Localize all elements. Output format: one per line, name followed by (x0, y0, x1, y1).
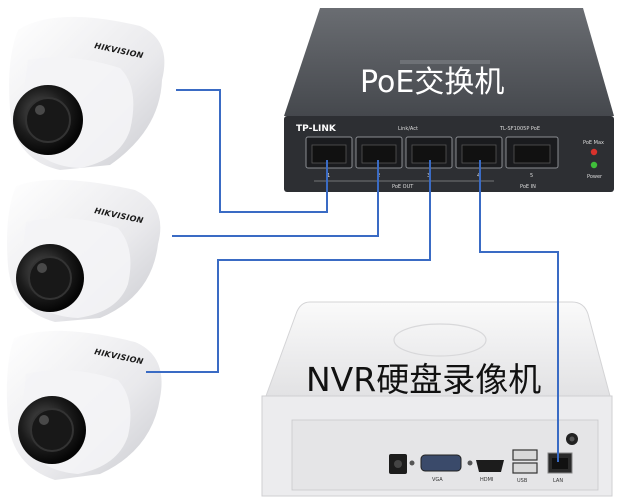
nvr-recorder: NVR硬盘录像机 VGA HDMI USB LAN (261, 301, 613, 497)
switch-port-number: 4 (477, 173, 480, 179)
nvr-port-label: USB (517, 478, 528, 484)
nvr-port-label: VGA (432, 477, 443, 483)
switch-brand: TP-LINK (296, 124, 337, 134)
switch-ports (305, 136, 559, 169)
cable-camera-1 (176, 89, 328, 213)
switch-poe-in: PoE IN (520, 184, 536, 190)
switch-power: Power (587, 174, 603, 180)
cable-nvr (479, 160, 559, 462)
camera-3: HIKVISION (6, 330, 162, 480)
cables (146, 89, 559, 462)
nvr-hdmi-port[interactable] (476, 460, 504, 472)
switch-poe-out: PoE OUT (392, 184, 414, 190)
switch-port-number: 3 (427, 173, 430, 179)
nvr-port-label: HDMI (480, 477, 493, 483)
cable-camera-3 (146, 160, 431, 373)
camera-2: HIKVISION (7, 179, 161, 322)
nvr-label: NVR硬盘录像机 (306, 360, 541, 399)
poe-max-led (590, 148, 598, 156)
switch-model: TL-SF1005P PoE (499, 126, 540, 132)
switch-poe-max: PoE Max (583, 140, 604, 146)
cable-camera-2 (172, 160, 379, 237)
switch-link-act: Link/Act (398, 126, 418, 132)
nvr-port-label: LAN (553, 478, 563, 484)
nvr-usb-port[interactable] (512, 462, 538, 474)
nvr-vga-port[interactable] (420, 454, 462, 472)
poe-switch: TP-LINK Link/Act TL-SF1005P PoE 1 2 3 4 … (284, 8, 614, 192)
power-led (590, 161, 598, 169)
switch-label: PoE交换机 (360, 65, 504, 100)
camera-1: HIKVISION (9, 16, 165, 171)
switch-port-number: 5 (530, 173, 533, 179)
nvr-usb-port[interactable] (512, 449, 538, 461)
switch-port-number: 1 (327, 173, 330, 179)
